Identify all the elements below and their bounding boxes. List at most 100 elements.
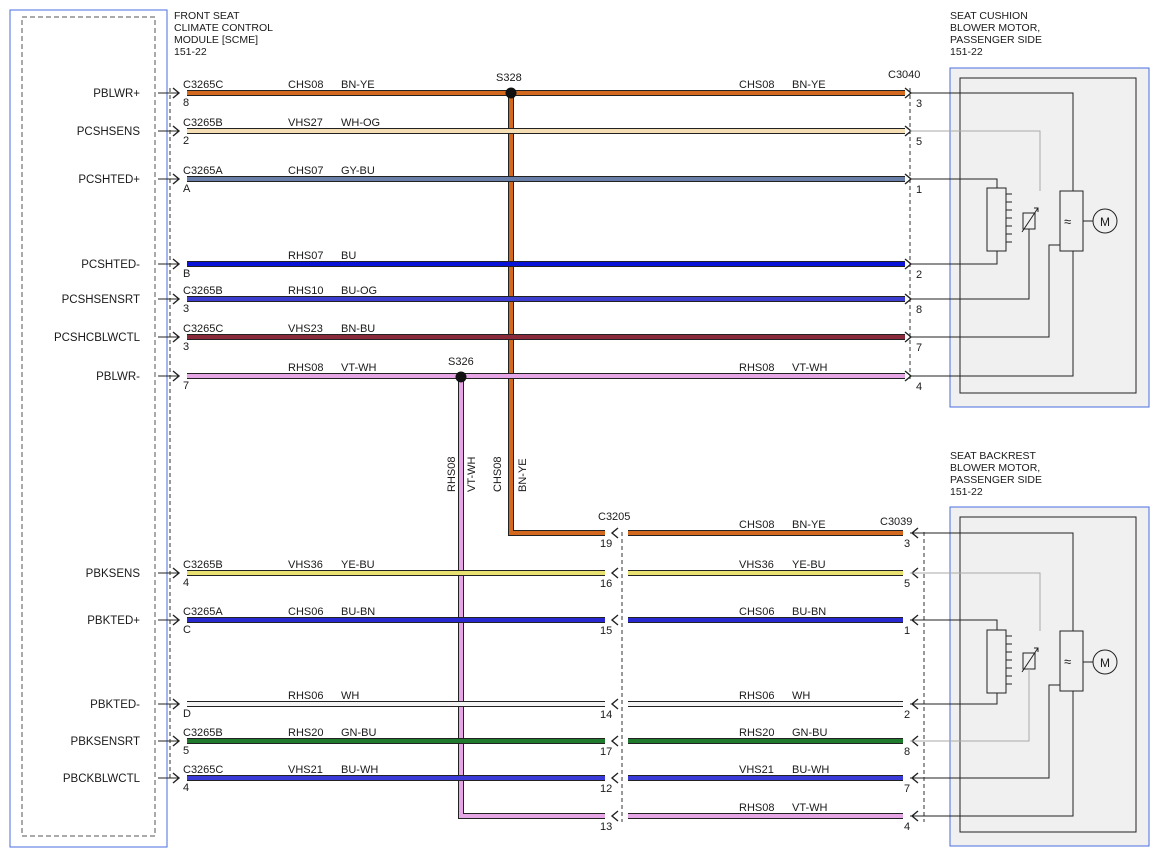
wire-pbksens-circuit: VHS36 xyxy=(288,559,323,571)
wire-pcshsensrt-signal-label: PCSHSENSRT xyxy=(62,294,140,306)
wire-pblwr--far-circuit: RHS08 xyxy=(739,362,774,374)
backrest-title-line1: SEAT BACKREST xyxy=(950,450,1037,462)
wire-pbksensrt-connector: C3265B xyxy=(183,727,223,739)
wire-pbksensrt-circuit: RHS20 xyxy=(288,727,323,739)
wire-pbksensrt-far-pin: 8 xyxy=(904,746,910,758)
wire-pblwr--far-color: VT-WH xyxy=(792,362,827,374)
wire-pcshted--connector: C3265A xyxy=(183,165,223,177)
backrest-title-line4: 151-22 xyxy=(950,486,983,498)
wire-pcshted--color: BU xyxy=(341,250,356,262)
wire-pcshsensrt-pin: 3 xyxy=(183,303,189,315)
wire-pcshted--far-pin: 2 xyxy=(916,269,922,281)
wire-pbckblwctl-signal-label: PBCKBLWCTL xyxy=(63,773,141,785)
wire-pbkted--connector: C3265A xyxy=(183,606,223,618)
cushion-motor-box xyxy=(949,67,1150,408)
wire-pbkted--pin: C xyxy=(183,624,191,636)
wire-pbksensrt-far-circuit: RHS20 xyxy=(739,727,774,739)
wire-pbksensrt-color: GN-BU xyxy=(341,727,377,739)
backrest-inner-box xyxy=(959,516,1137,833)
wire-pcshsens-color: WH-OG xyxy=(341,117,380,129)
wire-pcshsens-circuit: VHS27 xyxy=(288,117,323,129)
wire-pbkted--module-arrow xyxy=(172,614,181,626)
wire-pcshted--pin: B xyxy=(183,268,190,280)
wire-pcshted--signal-label: PCSHTED- xyxy=(81,259,140,271)
cushion-inner-box xyxy=(959,77,1137,394)
wire-pbkted--mid-pin: 14 xyxy=(600,709,612,721)
vertical-rhs08-color: VT-WH xyxy=(466,457,478,492)
wire-pblwr--far-circuit: CHS08 xyxy=(739,79,774,91)
wire-pblwr--far-pin: 4 xyxy=(916,381,922,393)
module-title-line1: FRONT SEAT xyxy=(174,10,240,22)
wire-pcshsens-pin: 2 xyxy=(183,135,189,147)
vertical-rhs08-circuit: RHS08 xyxy=(446,457,458,492)
wire-pbksens-mid-arrow xyxy=(610,567,619,579)
feed-rhs08-mid-arrow xyxy=(610,810,619,822)
wire-pbkted--mid-arrow xyxy=(610,614,619,626)
feed-rhs08-outline xyxy=(458,377,605,819)
backrest-motor-box xyxy=(949,506,1150,847)
wire-pcshsensrt-circuit: RHS10 xyxy=(288,285,323,297)
wire-pbkted--mid-pin: 15 xyxy=(600,625,612,637)
wire-pbkted--far-circuit: CHS06 xyxy=(739,606,774,618)
feed-chs08-far-pin: 3 xyxy=(904,538,910,550)
wire-pblwr--circuit: RHS08 xyxy=(288,362,323,374)
feed-chs08-mid-pin: 19 xyxy=(600,538,612,550)
c3039-label: C3039 xyxy=(880,516,912,528)
wire-pbkted--far-color: BU-BN xyxy=(792,606,826,618)
wire-pbkted--circuit: CHS06 xyxy=(288,606,323,618)
wire-pbkted--far-pin: 1 xyxy=(904,625,910,637)
wire-pbksensrt-signal-label: PBKSENSRT xyxy=(71,736,140,748)
wire-pbckblwctl-far-pin: 7 xyxy=(904,783,910,795)
backrest-blower-control xyxy=(1059,630,1084,692)
vertical-chs08-color: BN-YE xyxy=(517,458,529,492)
wire-pbksens-module-arrow xyxy=(172,567,181,579)
wire-pcshted--far-pin: 1 xyxy=(916,184,922,196)
wire-pbkted--signal-label: PBKTED+ xyxy=(87,615,140,627)
wire-pbkted--signal-label: PBKTED- xyxy=(90,699,140,711)
wire-pbckblwctl-module-arrow xyxy=(172,772,181,784)
splice-s326-label: S326 xyxy=(448,356,474,368)
wire-pcshcblwctl-color: BN-BU xyxy=(341,323,375,335)
wire-pbkted--far-circuit: RHS06 xyxy=(739,690,774,702)
wire-pbksens-far-circuit: VHS36 xyxy=(739,559,774,571)
wire-pcshsens-far-pin: 5 xyxy=(916,136,922,148)
splice-s328-label: S328 xyxy=(496,72,522,84)
module-inner-box xyxy=(21,16,156,837)
wire-pbksens-mid-pin: 16 xyxy=(600,578,612,590)
wire-pbksens-color: YE-BU xyxy=(341,559,375,571)
backrest-internals: ≈ M xyxy=(910,532,1118,817)
wire-pcshsensrt-color: BU-OG xyxy=(341,285,377,297)
wire-pbkted--module-arrow xyxy=(172,698,181,710)
wire-pcshsens-signal-label: PCSHSENS xyxy=(77,126,141,138)
wire-pbkted--mid-arrow xyxy=(610,698,619,710)
wire-pbkted--color: BU-BN xyxy=(341,606,375,618)
wire-pbckblwctl-mid-arrow xyxy=(610,772,619,784)
feed-chs08-far-circuit: CHS08 xyxy=(739,519,774,531)
wire-pcshsens-module-arrow xyxy=(172,125,181,137)
wire-pbksensrt-pin: 5 xyxy=(183,745,189,757)
wire-pbkted--far-color: WH xyxy=(792,690,810,702)
wire-pbksens-pin: 4 xyxy=(183,577,189,589)
wire-pcshted--color: GY-BU xyxy=(341,165,375,177)
backrest-title-line3: PASSENGER SIDE xyxy=(950,474,1042,486)
wire-pbckblwctl-circuit: VHS21 xyxy=(288,764,323,776)
module-box xyxy=(9,9,168,848)
wire-pbckblwctl-connector: C3265C xyxy=(183,764,223,776)
wire-pbksens-signal-label: PBKSENS xyxy=(86,568,141,580)
wire-pblwr--connector: C3265C xyxy=(183,79,223,91)
wire-pblwr--module-arrow xyxy=(172,370,181,382)
signal-labels: PBLWR+PCSHSENSPCSHTED+PCSHTED-PCSHSENSRT… xyxy=(54,88,141,785)
wire-pcshcblwctl-module-arrow xyxy=(172,331,181,343)
wire-pcshcblwctl-pin: 3 xyxy=(183,341,189,353)
c3205-label: C3205 xyxy=(598,511,630,523)
module-title-line4: 151-22 xyxy=(174,46,207,58)
wire-pcshcblwctl-far-pin: 7 xyxy=(916,342,922,354)
wire-pcshsensrt-far-pin: 8 xyxy=(916,304,922,316)
feed-chs08-mid-arrow xyxy=(610,527,619,539)
wire-pblwr--far-color: BN-YE xyxy=(792,79,826,91)
c3040-label: C3040 xyxy=(888,69,920,81)
module-title-line3: MODULE [SCME] xyxy=(174,34,258,46)
wire-pblwr--pin: 8 xyxy=(183,97,189,109)
